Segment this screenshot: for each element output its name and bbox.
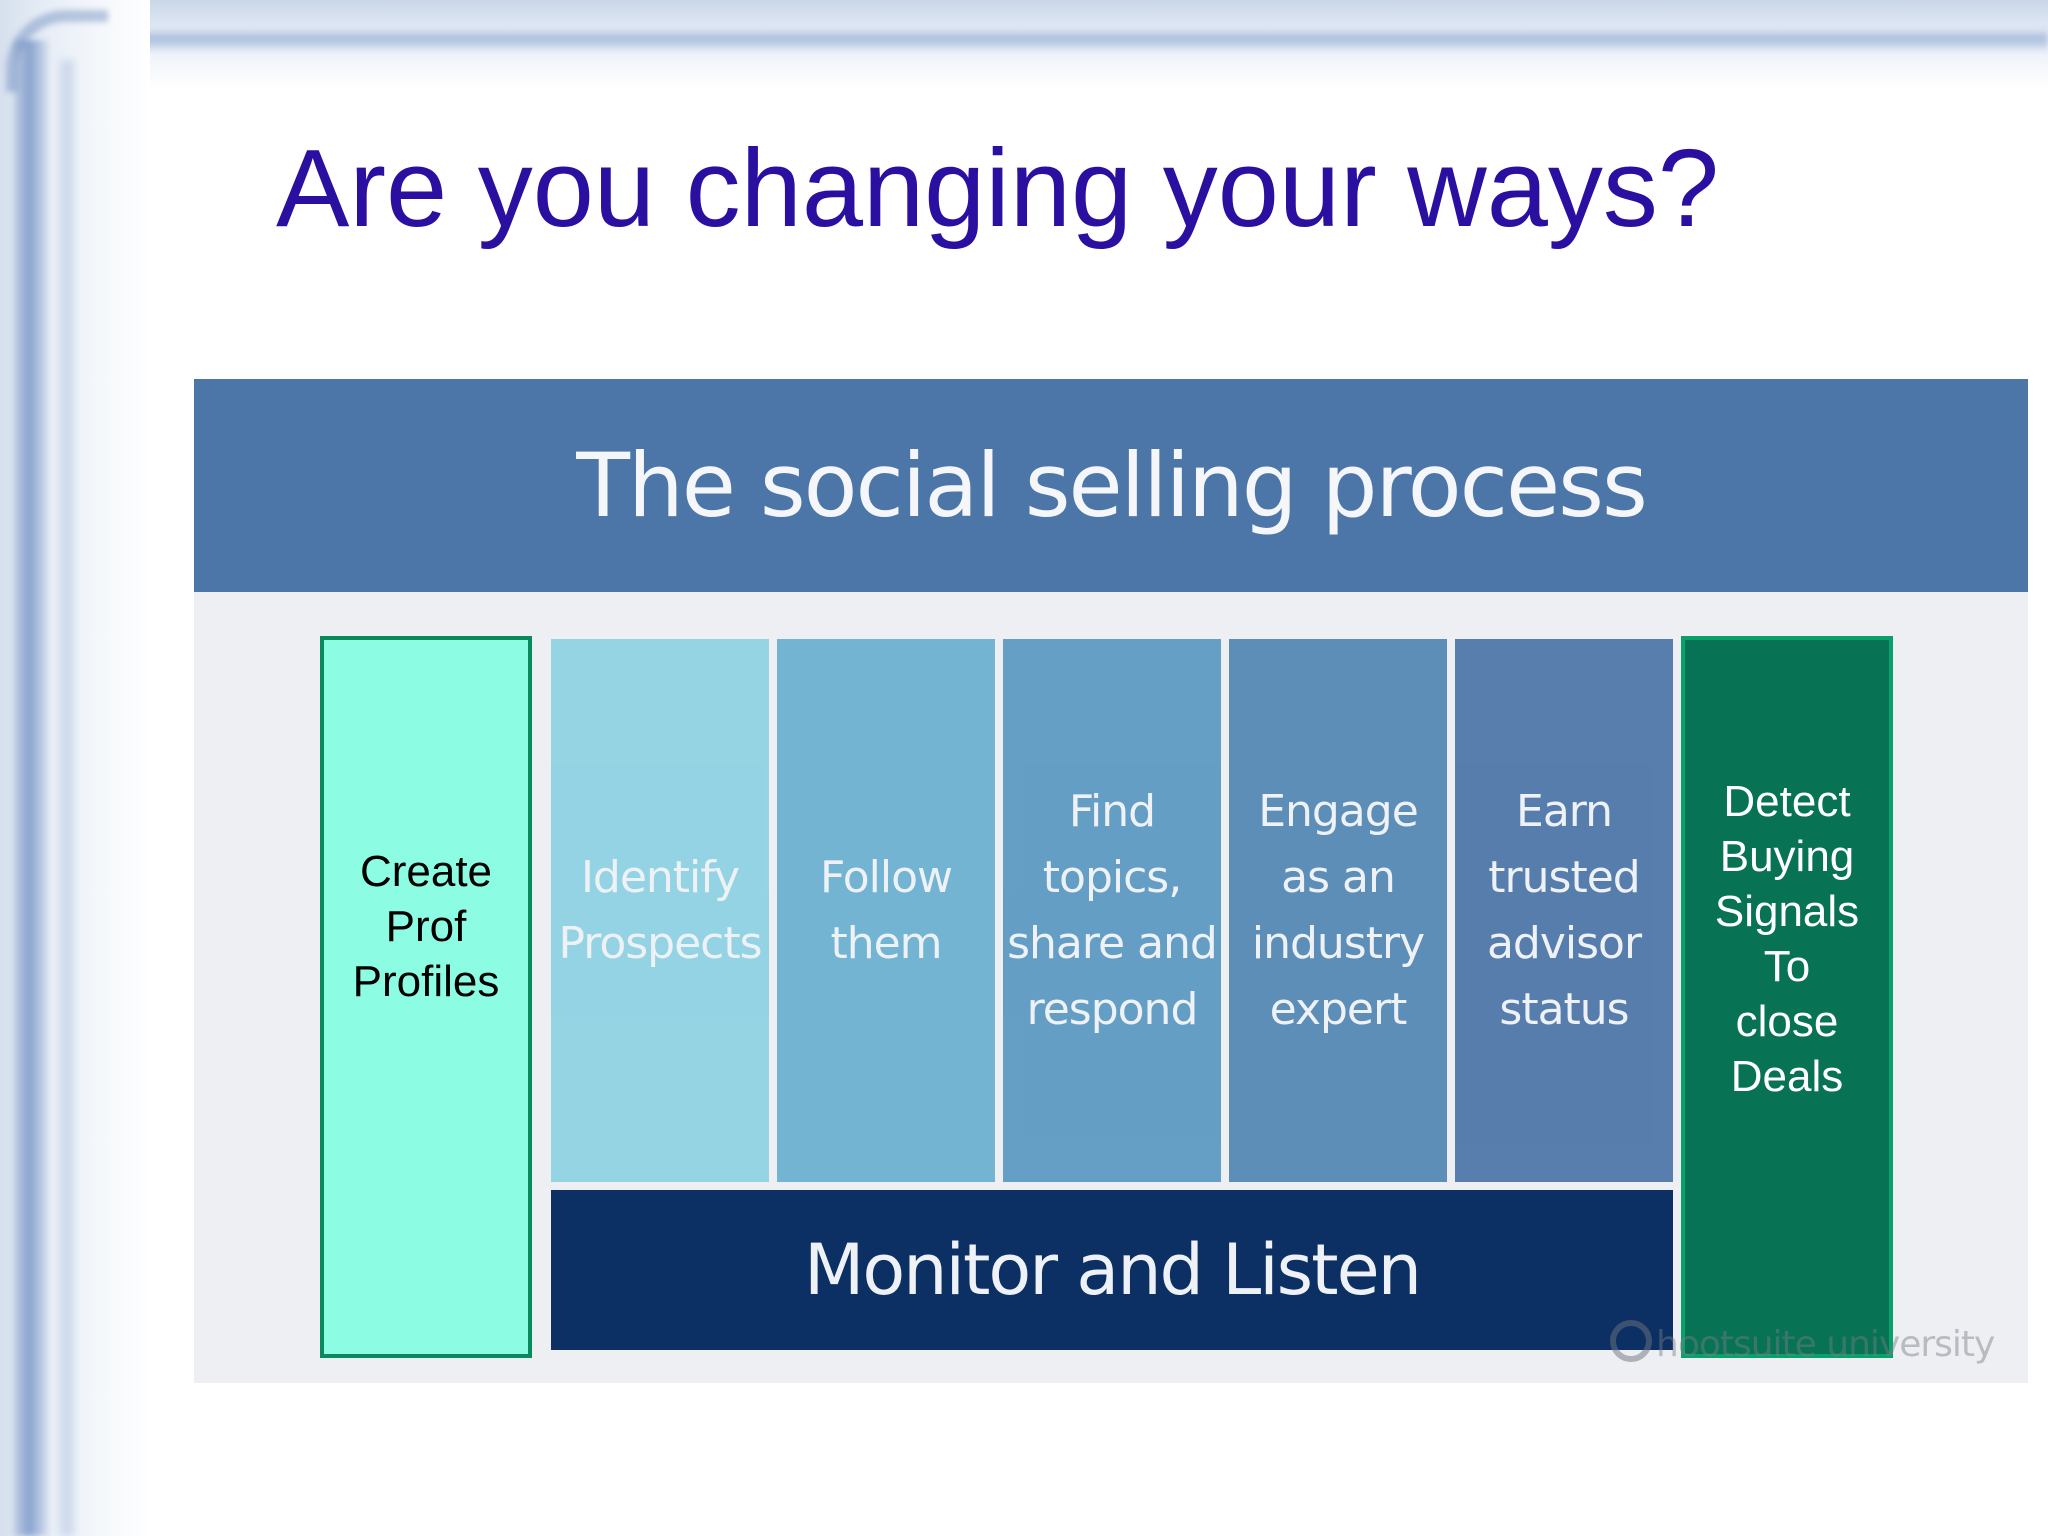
detect-buying-signals-box: Detect Buying Signals To close Deals: [1681, 636, 1893, 1358]
step-label: Identify Prospects: [558, 851, 762, 969]
slide-frame-left-stroke-inner: [60, 60, 74, 1536]
create-profiles-label: Create Prof Profiles: [352, 846, 500, 1006]
hootsuite-watermark: hootsuite university: [1610, 1320, 1995, 1365]
detect-buying-signals-label: Detect Buying Signals To close Deals: [1714, 777, 1860, 1101]
create-profiles-box: Create Prof Profiles: [320, 636, 532, 1358]
step-engage-expert: Engage as an industry expert: [1229, 639, 1447, 1182]
slide-title: Are you changing your ways?: [276, 127, 1720, 250]
diagram-title: The social selling process: [576, 434, 1648, 537]
monitor-and-listen-bar: Monitor and Listen: [551, 1190, 1673, 1350]
watermark-text: hootsuite university: [1656, 1324, 1995, 1365]
step-label: Follow them: [819, 851, 953, 969]
step-follow-them: Follow them: [777, 639, 995, 1182]
step-label: Find topics, share and respond: [1007, 785, 1218, 1035]
diagram-header: The social selling process: [194, 379, 2028, 592]
step-find-topics: Find topics, share and respond: [1003, 639, 1221, 1182]
slide-frame-top-stroke: [20, 28, 2048, 50]
step-label: Engage as an industry expert: [1251, 785, 1425, 1035]
step-label: Earn trusted advisor status: [1486, 785, 1642, 1035]
slide-frame-left-stroke: [14, 40, 48, 1536]
owl-logo-icon: [1610, 1320, 1652, 1362]
step-earn-trust: Earn trusted advisor status: [1455, 639, 1673, 1182]
monitor-label: Monitor and Listen: [803, 1229, 1422, 1311]
step-identify-prospects: Identify Prospects: [551, 639, 769, 1182]
